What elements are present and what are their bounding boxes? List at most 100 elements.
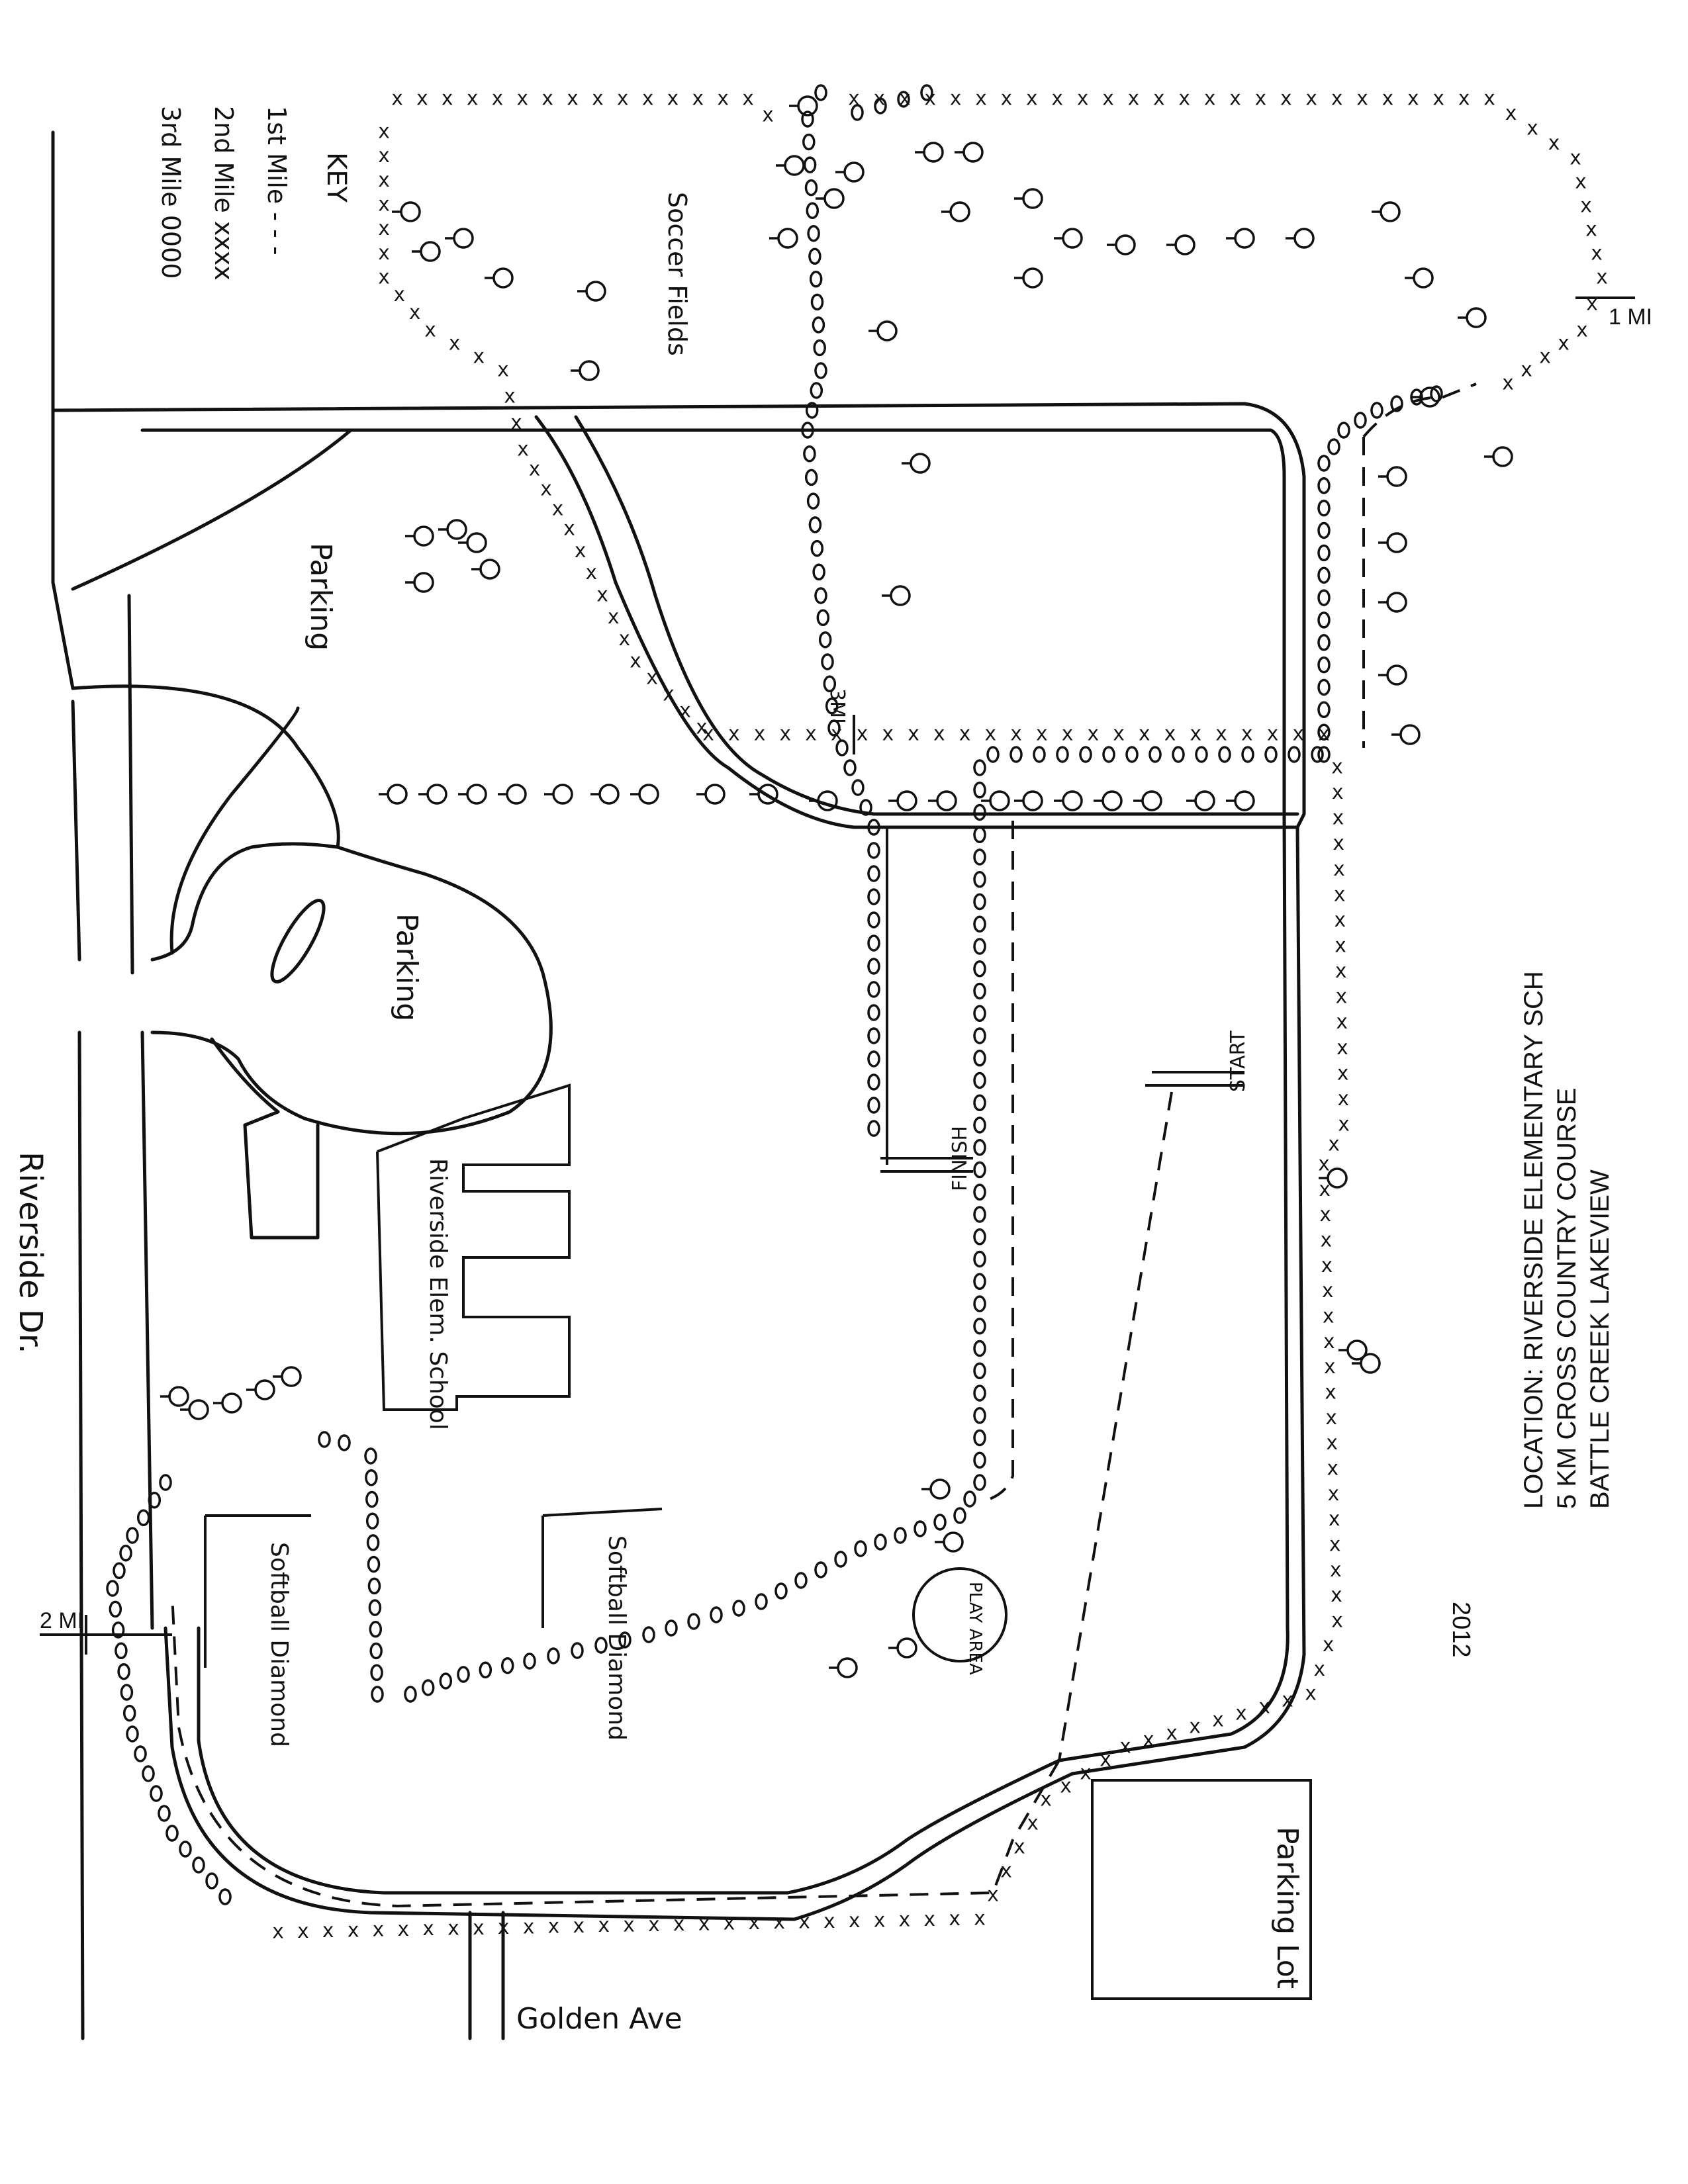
course-o-mark: [973, 1027, 986, 1044]
course-o-mark: [1390, 395, 1403, 412]
course-x-mark: x: [1334, 883, 1346, 906]
course-o-mark: [808, 516, 822, 533]
course-o-mark: [843, 759, 857, 776]
course-o-mark: [933, 1514, 947, 1531]
tree-icon: [809, 790, 838, 811]
course-o-mark: [192, 1856, 205, 1874]
tree-icon: [1391, 724, 1421, 745]
course-o-mark: [973, 782, 986, 799]
tree-icon: [816, 188, 845, 209]
course-x-mark: x: [692, 87, 704, 111]
course-o-mark: [119, 1544, 132, 1562]
course-o-mark: [973, 1228, 986, 1246]
course-o-mark: [1317, 746, 1331, 763]
course-o-mark: [867, 1097, 880, 1114]
course-o-mark: [801, 111, 814, 128]
course-x-mark: x: [598, 1914, 610, 1937]
course-x-mark: x: [1139, 723, 1150, 746]
course-o-mark: [165, 1825, 179, 1842]
tree-icon: [935, 1531, 964, 1553]
course-o-mark: [1009, 746, 1023, 763]
course-o-mark: [665, 1619, 678, 1637]
parking-lot-rect: [1091, 1779, 1312, 2000]
course-o-mark: [369, 1621, 383, 1638]
course-o-mark: [818, 631, 832, 649]
course-x-mark: x: [1335, 960, 1347, 983]
course-o-mark: [816, 609, 830, 627]
course-o-mark: [953, 1507, 966, 1524]
tree-icon: [1484, 446, 1513, 467]
parking-north-label: Parking: [304, 543, 338, 651]
tree-icon: [882, 585, 911, 606]
course-o-mark: [457, 1666, 470, 1683]
course-o-mark: [973, 1116, 986, 1134]
course-x-mark: x: [378, 169, 390, 192]
course-o-mark: [973, 1295, 986, 1312]
course-x-mark: x: [1331, 1610, 1343, 1633]
course-o-mark: [1317, 499, 1331, 517]
course-o-mark: [867, 1073, 880, 1091]
course-o-mark: [115, 1642, 128, 1660]
course-x-mark: x: [1329, 1533, 1341, 1557]
course-o-mark: [963, 1490, 976, 1508]
tree-icon: [888, 790, 917, 811]
course-o-mark: [867, 842, 880, 859]
course-x-mark: x: [391, 87, 403, 111]
course-x-mark: x: [297, 1920, 309, 1943]
softball-diamonds: [204, 1508, 663, 1668]
course-x-mark: x: [547, 1915, 559, 1938]
key-block: KEY 1st Mile - - - 2nd Mile xxxx 3rd Mil…: [156, 106, 352, 281]
course-x-mark: x: [1333, 832, 1344, 855]
course-o-mark: [1264, 746, 1278, 763]
course-x-mark: x: [551, 498, 563, 521]
key-mile-2: 2nd Mile xxxx: [209, 106, 238, 281]
course-o-mark: [973, 1139, 986, 1156]
course-o-mark: [803, 445, 816, 463]
course-o-mark: [1317, 567, 1331, 584]
tree-icon: [829, 1657, 858, 1678]
course-x-mark: x: [1189, 1715, 1201, 1739]
course-x-mark: x: [1332, 807, 1344, 830]
course-o-mark: [814, 84, 827, 101]
golden-ave-road: [468, 1911, 505, 2040]
course-o-mark: [1311, 746, 1324, 763]
course-o-mark: [1317, 455, 1331, 472]
course-x-mark: x: [348, 1919, 359, 1942]
course-x-mark: x: [447, 1917, 459, 1940]
tree-icon: [418, 784, 447, 805]
course-o-mark: [810, 293, 824, 311]
course-x-mark: x: [1336, 1011, 1348, 1034]
course-x-mark: x: [1334, 909, 1346, 932]
tree-icon: [955, 142, 984, 163]
tree-icon: [696, 784, 726, 805]
course-x-mark: x: [449, 332, 461, 355]
parking-circle: [150, 842, 553, 1240]
course-x-mark: x: [1013, 1836, 1025, 1859]
tree-icon: [485, 267, 514, 289]
course-o-mark: [973, 826, 986, 844]
course-o-mark: [1337, 422, 1350, 439]
course-o-mark: [365, 1469, 378, 1486]
course-x-mark: x: [949, 1907, 961, 1931]
tree-icon: [1378, 664, 1407, 686]
course-o-mark: [973, 1318, 986, 1335]
course-o-mark: [523, 1653, 536, 1670]
tree-icon: [544, 784, 573, 805]
course-x-mark: x: [1458, 87, 1470, 111]
tree-icon: [1014, 790, 1043, 811]
tree-icon: [769, 228, 798, 249]
course-x-mark: x: [1319, 1178, 1331, 1201]
course-x-mark: x: [1166, 1722, 1178, 1745]
course-o-mark: [874, 1533, 887, 1551]
tree-icon: [868, 320, 898, 341]
course-x-mark: x: [1051, 87, 1063, 111]
course-o-mark: [1327, 438, 1340, 455]
course-x-mark: x: [1575, 171, 1587, 194]
course-x-mark: x: [623, 1914, 635, 1937]
course-x-mark: x: [1576, 319, 1588, 342]
course-x-mark: x: [1325, 1381, 1336, 1404]
course-o-mark: [813, 339, 826, 357]
course-o-mark: [1317, 477, 1331, 494]
